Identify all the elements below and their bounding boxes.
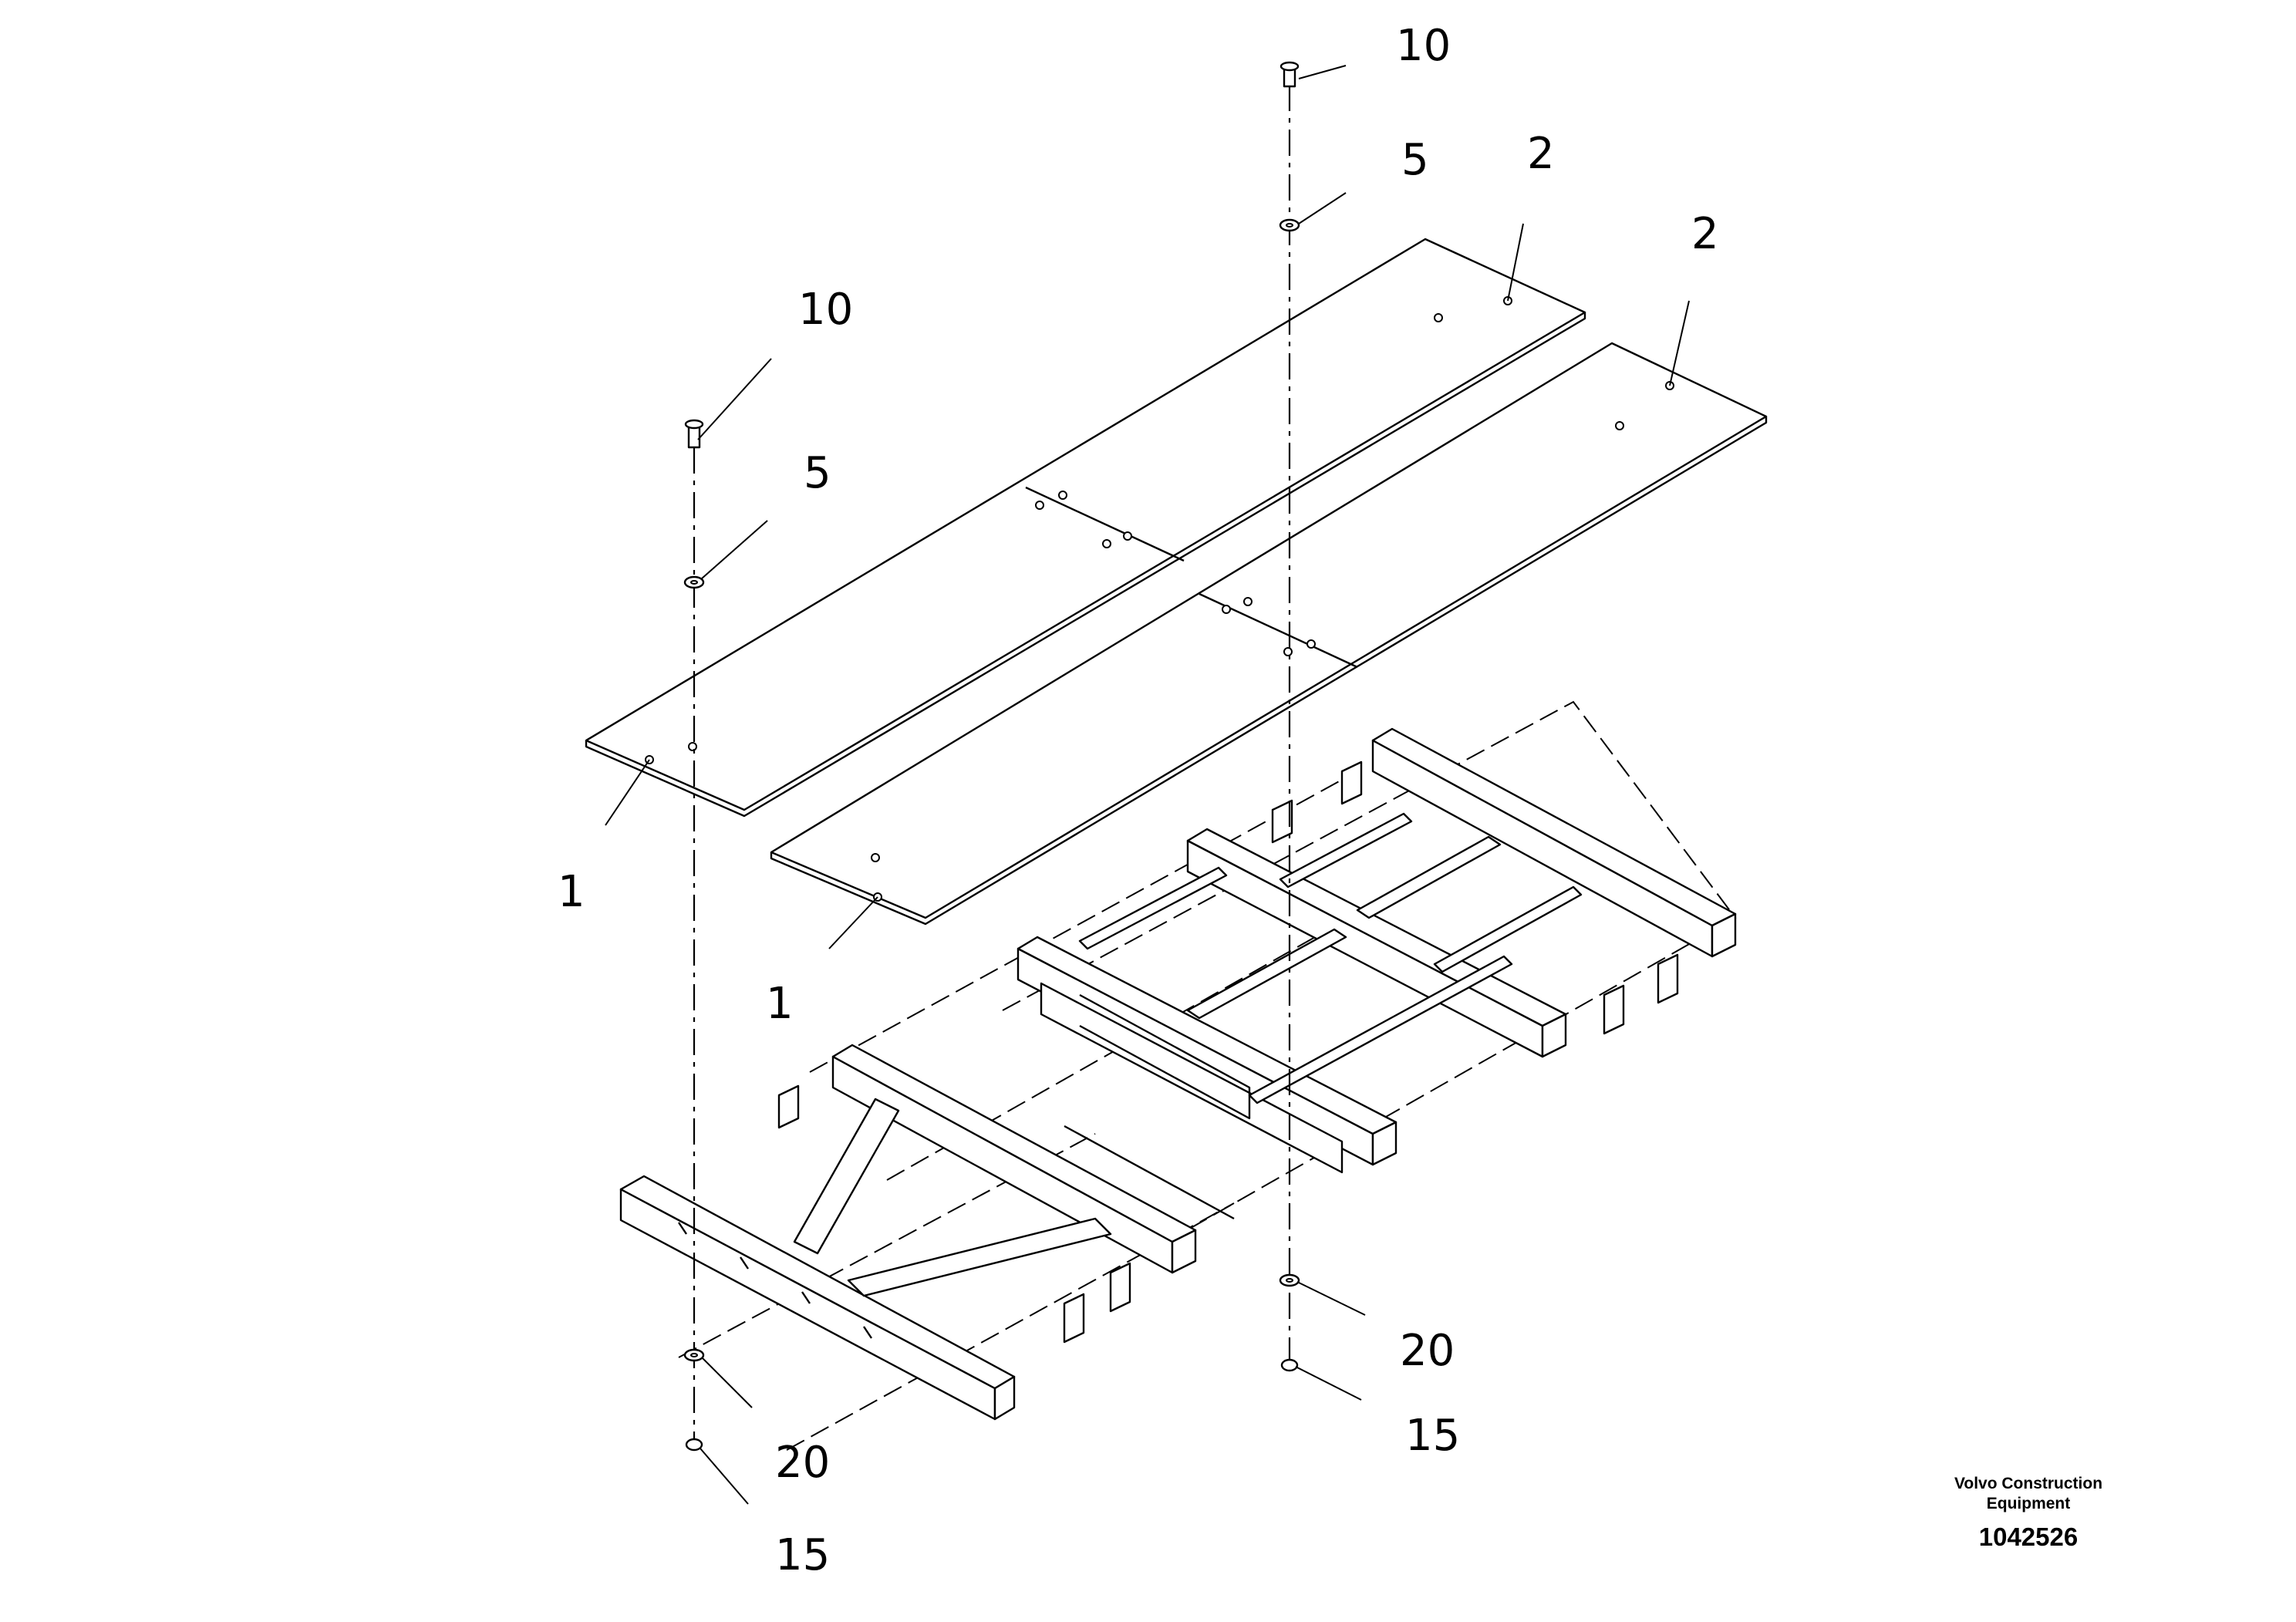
frame-standoff-blocks	[777, 760, 1679, 1344]
left-nut	[685, 1438, 703, 1452]
top-plate-left	[585, 238, 1586, 818]
callout-2-left-plate: 2	[1527, 129, 1555, 179]
frame-diagonal-braces	[793, 1098, 1112, 1297]
right-lower-washer	[1279, 1273, 1300, 1287]
callout-2-right-plate: 2	[1691, 209, 1719, 259]
callout-1-right-plate: 1	[766, 979, 794, 1029]
callout-5-right: 5	[1401, 135, 1429, 185]
leader-lines	[605, 65, 1690, 1505]
frame-assembly	[619, 700, 1737, 1451]
callout-20-left: 20	[775, 1438, 830, 1488]
callout-15-right: 15	[1405, 1411, 1460, 1461]
callout-10-left: 10	[798, 285, 853, 335]
callout-5-left: 5	[804, 448, 831, 498]
drawing-number: 1042526	[1979, 1523, 2078, 1551]
frame-right-end-beam	[1371, 727, 1737, 958]
callout-10-right: 10	[1396, 21, 1451, 71]
right-washer	[1279, 218, 1300, 232]
frame-left-cross-beam	[831, 1044, 1197, 1274]
callout-15-left: 15	[775, 1530, 830, 1580]
left-bolt	[684, 419, 704, 449]
left-lower-washer	[683, 1348, 705, 1362]
frame-center-deck-plate	[1064, 993, 1251, 1220]
callout-1-left-plate: 1	[558, 867, 585, 917]
frame-longitudinal-rails	[1078, 812, 1583, 1104]
frame-center-cross-beam	[1017, 936, 1397, 1174]
callout-20-right: 20	[1400, 1326, 1455, 1376]
frame-left-end-beam	[619, 1175, 1016, 1421]
company-name-line1: Volvo Construction	[1954, 1475, 2102, 1492]
caption-block: Volvo Construction Equipment 1042526	[1954, 1475, 2102, 1551]
company-name-line2: Equipment	[1987, 1495, 2071, 1512]
right-bolt	[1279, 61, 1300, 88]
left-washer	[683, 575, 705, 589]
right-nut	[1280, 1358, 1299, 1372]
frame-right-cross-beam	[1186, 828, 1567, 1058]
